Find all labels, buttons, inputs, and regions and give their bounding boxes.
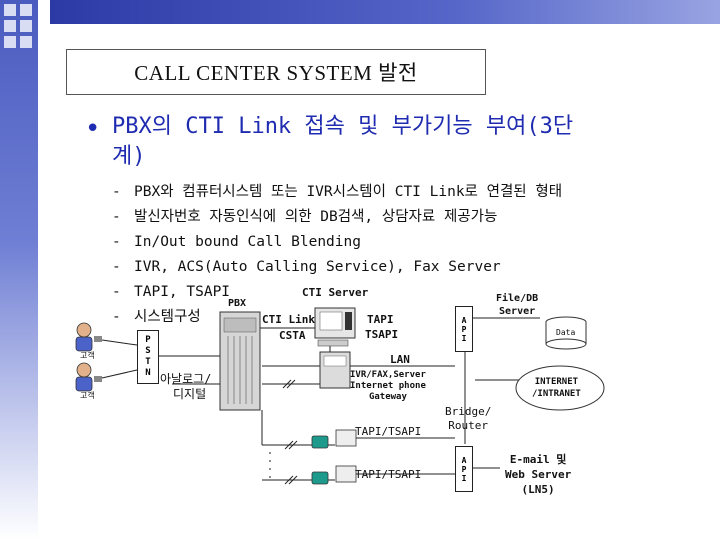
data-label: Data [556,328,576,337]
database-icon [545,316,587,350]
agent-tapi-label-1: TAPI/TSAPI [355,425,422,438]
csta-label: CSTA [279,329,306,342]
tapi-label: TAPI [367,313,394,326]
agent-phone-icon-1 [311,429,357,449]
slide-title: CALL CENTER SYSTEM 발전 [134,61,418,85]
tsapi-label: TSAPI [365,328,399,341]
list-item: -시스템구성 [112,309,201,325]
cti-server-computer [314,307,356,347]
customer-label-2: 고객 [80,391,95,400]
agent-phone-icon-2 [311,465,357,485]
agent-tapi-label-2: TAPI/TSAPI [355,468,422,481]
analog-digital-label-2: 디지털 [173,387,207,401]
customer-label-1: 고객 [80,351,95,360]
heading-line-1: PBX의 CTI Link 접속 및 부가기능 부여(3단 [112,114,574,139]
internet-label: INTERNET/INTRANET [532,377,581,399]
cti-server-label: CTI Server [302,286,369,299]
sub-bullet-list: -PBX와 컴퓨터시스템 또는 IVR시스템이 CTI Link로 연결된 형태… [112,180,562,330]
list-item: -In/Out bound Call Blending [112,234,361,250]
heading-line-2: 계) [112,144,146,169]
ivr-fax-server [319,351,351,389]
list-item: -PBX와 컴퓨터시스템 또는 IVR시스템이 CTI Link로 연결된 형태 [112,184,563,200]
analog-digital-label-1: 아날로그/ [160,372,212,386]
section-heading: PBX의 CTI Link 접속 및 부가기능 부여(3단 계) [112,112,692,172]
list-item: -발신자번호 자동인식에 의한 DB검색, 상담자료 제공가능 [112,209,498,225]
pbx-label: PBX [228,298,247,309]
title-box: CALL CENTER SYSTEM 발전 [66,49,486,95]
internet-cloud-icon [515,365,605,411]
left-decor-band [0,0,38,540]
cti-link-label: CTI Link [262,313,315,326]
bridge-router-label: Bridge/Router [445,405,492,432]
top-decor-band [50,0,720,24]
bullet-icon: • [85,114,101,144]
list-item: -TAPI, TSAPI [112,284,231,300]
customer-icon-1 [75,322,102,352]
pbx-cabinet [219,311,261,411]
customer-icon-2 [75,362,102,392]
lan-label: LAN [390,353,410,366]
list-item: -IVR, ACS(Auto Calling Service), Fax Ser… [112,259,501,275]
